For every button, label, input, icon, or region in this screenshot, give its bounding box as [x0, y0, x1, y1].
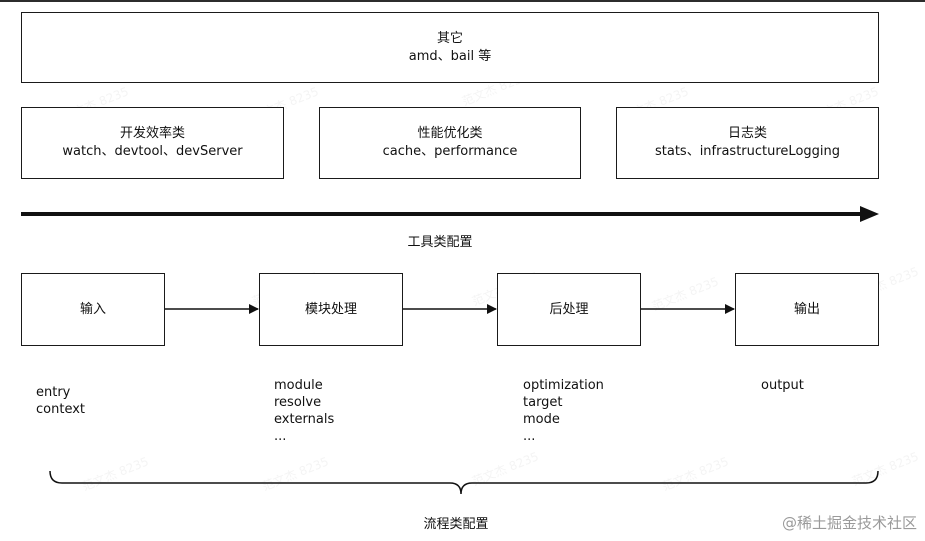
param-item: resolve	[274, 395, 322, 410]
flow-step-output: 输出	[735, 273, 879, 346]
performance-title: 性能优化类	[417, 126, 483, 141]
logging-box: 日志类 stats、infrastructureLogging	[616, 107, 879, 179]
dev-efficiency-box: 开发效率类 watch、devtool、devServer	[21, 107, 284, 179]
output-params: output	[761, 377, 804, 394]
param-item: ...	[274, 429, 287, 444]
param-item: output	[761, 378, 804, 393]
other-config-box: 其它 amd、bail 等	[21, 12, 879, 83]
tool-axis-arrow	[21, 206, 879, 222]
param-item: mode	[523, 412, 560, 427]
param-item: entry	[36, 385, 71, 400]
dev-efficiency-title: 开发效率类	[119, 126, 185, 141]
param-item: externals	[274, 412, 335, 427]
performance-box: 性能优化类 cache、performance	[319, 107, 581, 179]
param-item: context	[36, 402, 85, 417]
flow-step-input: 输入	[21, 273, 165, 346]
performance-subtitle: cache、performance	[382, 144, 518, 159]
flow-step-module: 模块处理	[259, 273, 403, 346]
flow-step-module-label: 模块处理	[304, 301, 357, 317]
dev-efficiency-subtitle: watch、devtool、devServer	[62, 144, 243, 159]
input-params: entry context	[36, 384, 85, 418]
other-config-subtitle: amd、bail 等	[408, 48, 492, 64]
flow-config-caption: 流程类配置	[423, 517, 489, 532]
flow-step-post: 后处理	[497, 273, 641, 346]
post-params: optimization target mode ...	[523, 377, 604, 445]
param-item: module	[274, 378, 323, 393]
logging-title: 日志类	[727, 126, 767, 141]
param-item: optimization	[523, 378, 604, 393]
param-item: ...	[523, 429, 536, 444]
other-config-title: 其它	[436, 30, 463, 46]
flow-brace	[49, 470, 879, 495]
logging-subtitle: stats、infrastructureLogging	[654, 144, 840, 159]
brand-watermark: @稀土掘金技术社区	[781, 514, 917, 532]
flow-step-post-label: 后处理	[549, 301, 589, 317]
module-params: module resolve externals ...	[274, 377, 334, 445]
tool-config-caption: 工具类配置	[407, 235, 473, 250]
flow-step-output-label: 输出	[793, 301, 820, 317]
param-item: target	[523, 395, 563, 410]
flow-step-input-label: 输入	[79, 301, 106, 317]
